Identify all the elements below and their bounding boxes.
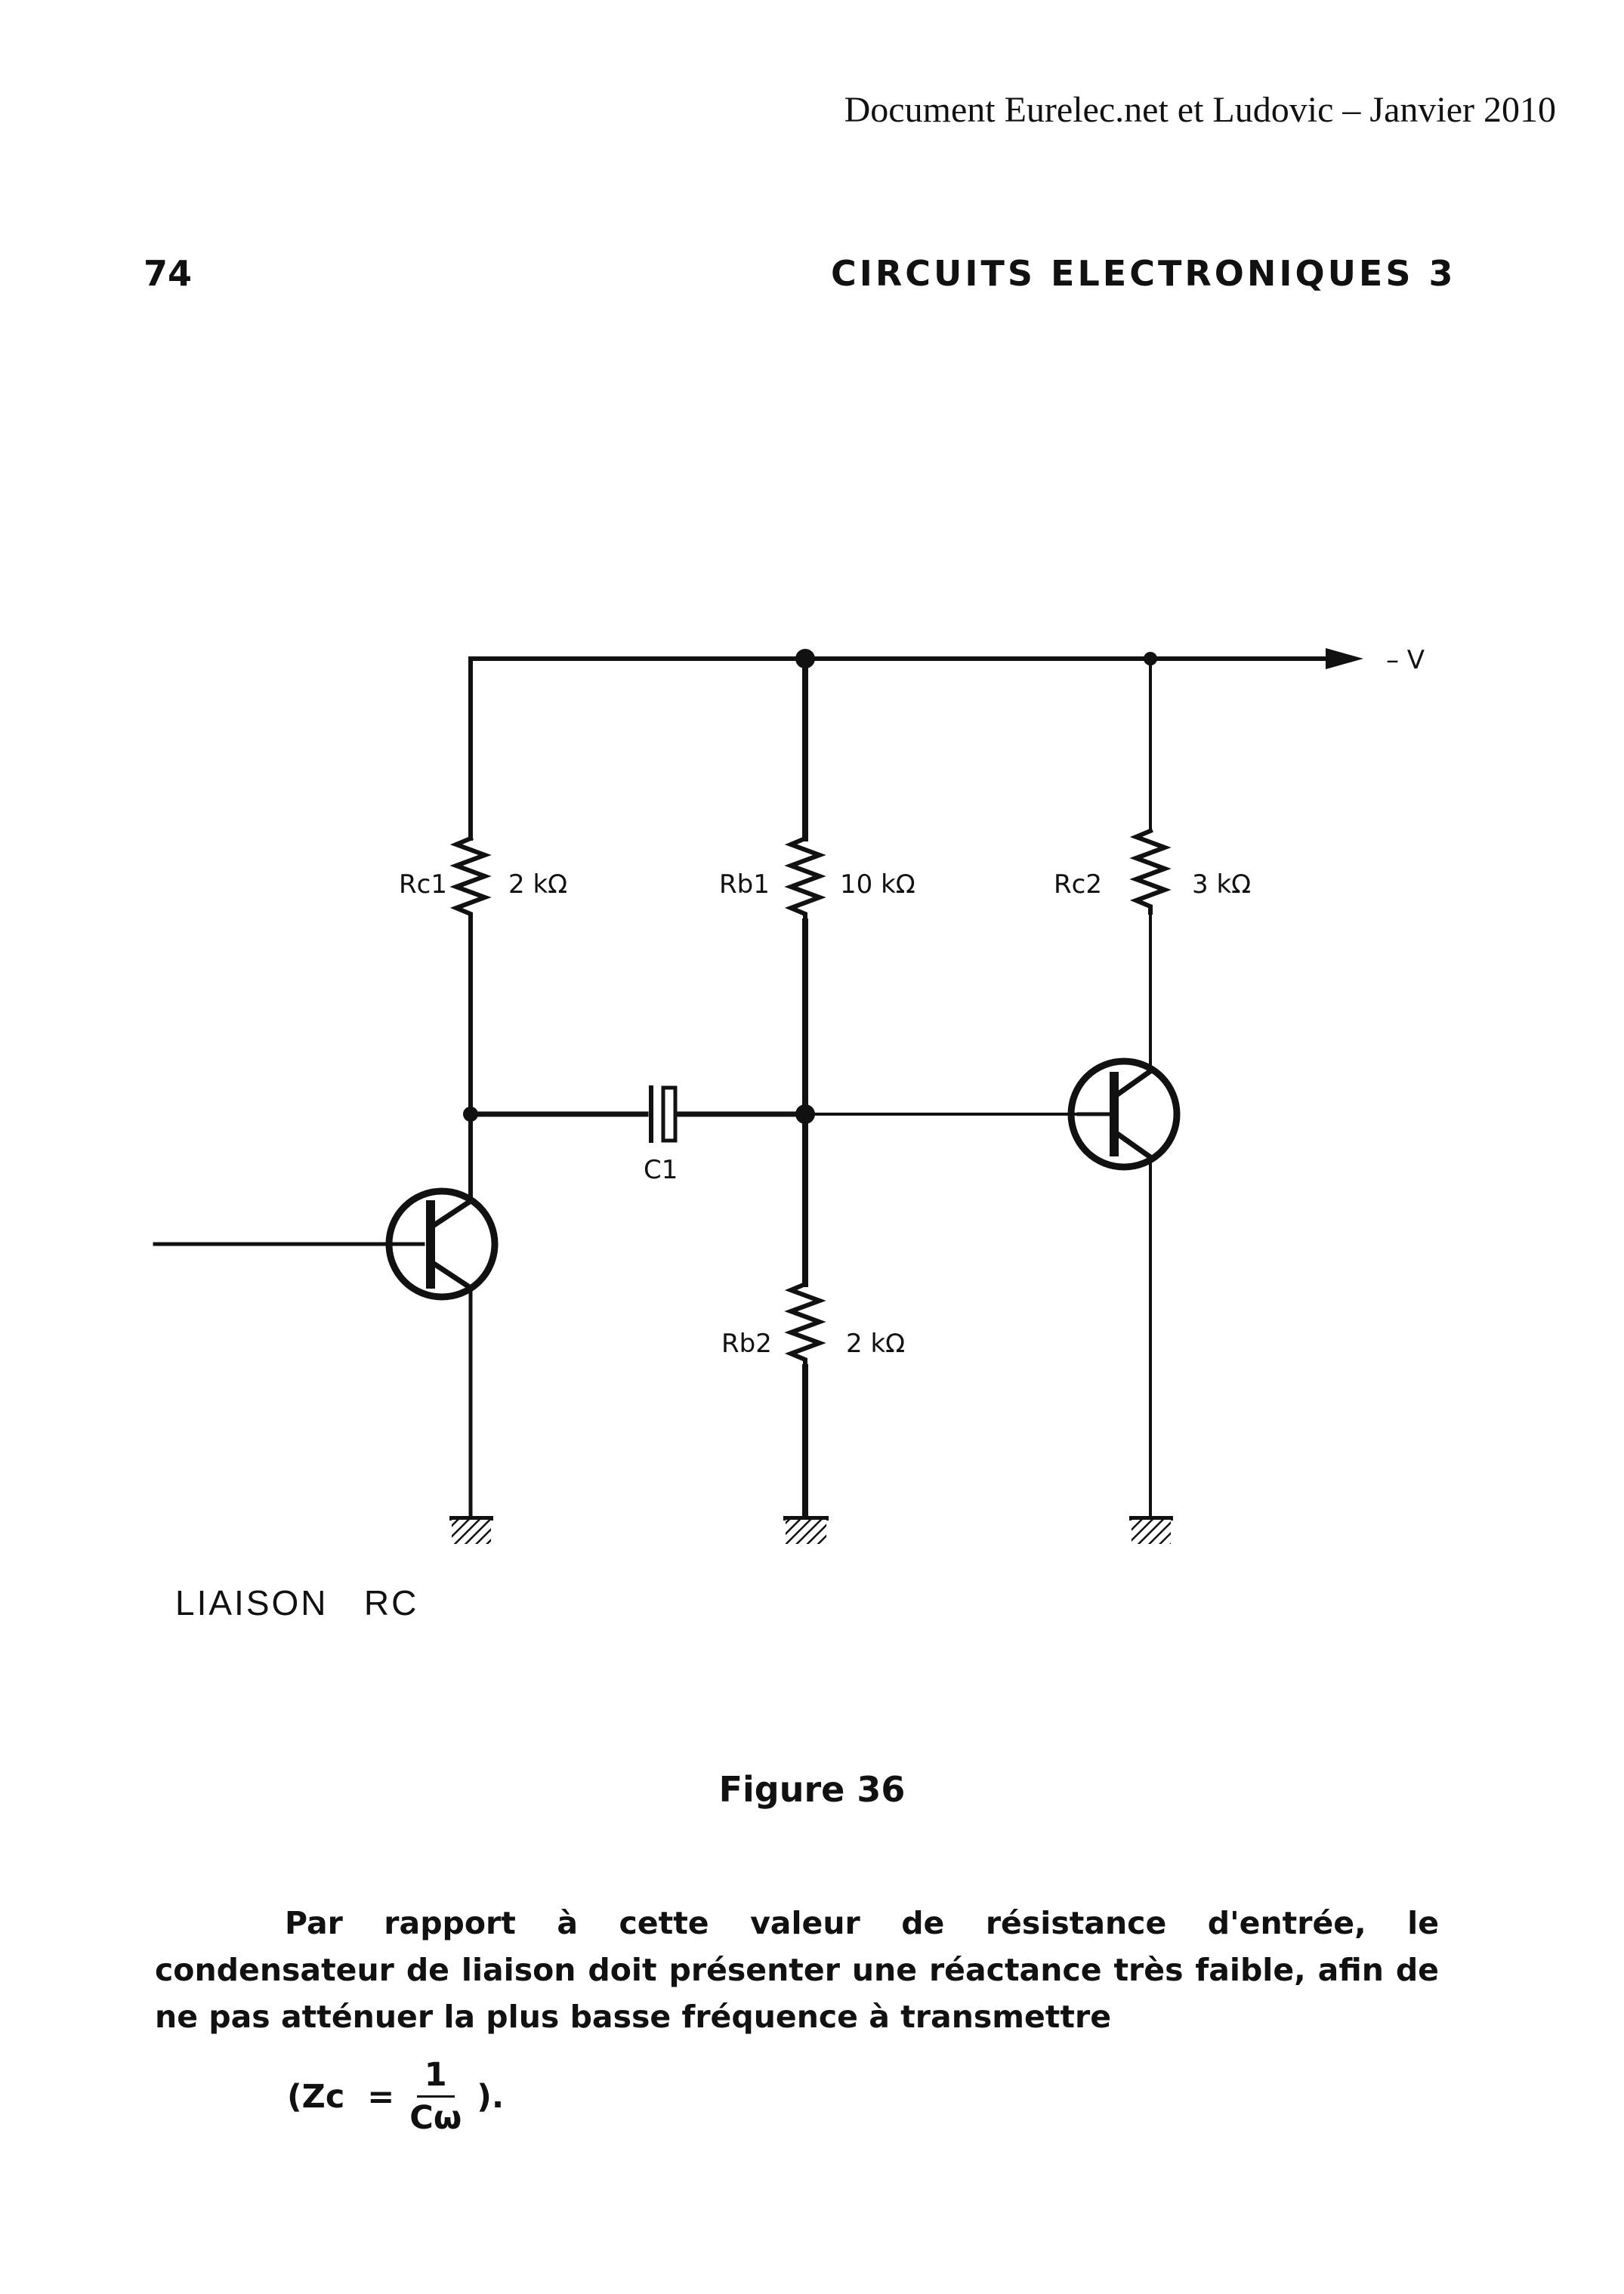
c1-label: C1 — [644, 1155, 678, 1185]
ground-symbol — [449, 1516, 493, 1544]
rb2-label: Rb2 — [721, 1329, 772, 1359]
transistor-t2-symbol — [1067, 1041, 1181, 1180]
rb1-value: 10 kΩ — [840, 869, 915, 900]
document-source-note: Document Eurelec.net et Ludovic – Janvie… — [844, 90, 1556, 130]
rc1-value: 2 kΩ — [508, 869, 567, 900]
figure-caption: Figure 36 — [718, 1769, 906, 1810]
capacitor-c1 — [649, 1085, 678, 1143]
resistor-rc2-zigzag — [1129, 828, 1172, 915]
rc2-label: Rc2 — [1054, 869, 1102, 900]
junction-dot — [795, 1104, 815, 1124]
body-paragraph-block: Par rapport à cette valeur de résistance… — [155, 1900, 1439, 2040]
rb2-value: 2 kΩ — [846, 1329, 905, 1359]
circuit-caption: LIAISON RC — [175, 1583, 419, 1622]
reactance-formula: (Zc = 1 Cω ). — [287, 2055, 504, 2138]
resistor-rc1-zigzag — [449, 835, 492, 924]
ground-symbol — [783, 1516, 829, 1544]
running-title: CIRCUITS ELECTRONIQUES 3 — [831, 253, 1456, 294]
resistor-rb2-zigzag — [784, 1281, 826, 1369]
formula-denominator: Cω — [409, 2099, 462, 2137]
rc1-label: Rc1 — [399, 869, 447, 900]
supply-rail — [468, 648, 1363, 696]
formula-numerator: 1 — [416, 2055, 455, 2098]
ground-symbol — [1129, 1516, 1173, 1544]
rb1-label: Rb1 — [719, 869, 770, 900]
body-paragraph: Par rapport à cette valeur de résistance… — [155, 1905, 1439, 2035]
formula-suffix: ). — [477, 2077, 505, 2116]
formula-prefix: (Zc = — [287, 2077, 395, 2116]
supply-label: – V — [1386, 645, 1425, 675]
page-number: 74 — [144, 253, 193, 294]
formula-fraction: 1 Cω — [409, 2055, 462, 2138]
rc2-value: 3 kΩ — [1192, 869, 1251, 900]
resistor-rb1-zigzag — [784, 835, 826, 924]
transistor-t1-symbol — [153, 1112, 499, 1521]
